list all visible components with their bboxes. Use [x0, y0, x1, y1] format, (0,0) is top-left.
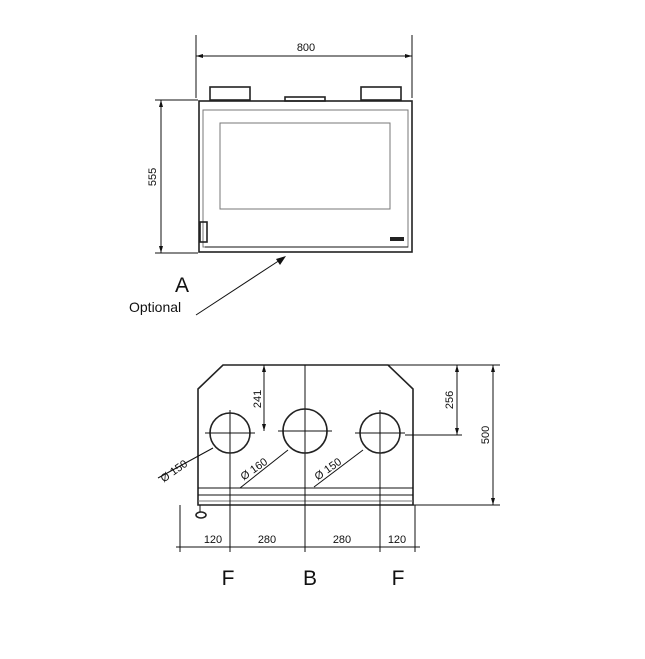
option-arrow	[195, 259, 281, 316]
outlet-center	[278, 408, 332, 454]
width-dimension: 800	[297, 42, 315, 54]
diameter-center: Ø 160	[239, 456, 270, 483]
diameter-right: Ø 150	[313, 456, 344, 483]
outlet-left	[205, 412, 255, 454]
optional-note: Optional	[129, 299, 181, 315]
flue-collar-left	[209, 86, 251, 101]
label-a: A	[175, 274, 189, 297]
diameter-left: Ø 150	[159, 458, 190, 485]
stove-outline	[197, 364, 414, 506]
dim-120-right: 120	[388, 534, 406, 546]
front-view: 800 555 A Optional	[129, 35, 413, 316]
flue-collar-right	[360, 86, 402, 101]
dim-280-right: 280	[333, 534, 351, 546]
outlet-label-f-left: F	[222, 567, 235, 590]
dim-256: 256	[444, 391, 456, 409]
outlet-label-b: B	[303, 567, 317, 590]
height-dimension: 555	[147, 168, 159, 186]
dim-241: 241	[252, 390, 264, 408]
stove-body	[198, 100, 413, 253]
outlet-right	[355, 412, 405, 454]
dim-500: 500	[480, 426, 492, 444]
glass-window	[219, 122, 391, 210]
outlet-label-f-right: F	[392, 567, 405, 590]
door-handle	[199, 221, 208, 243]
dim-280-left: 280	[258, 534, 276, 546]
top-view: 241 256 500 Ø 150 Ø 160 Ø 150 120 280 28…	[157, 364, 500, 590]
dim-120-left: 120	[204, 534, 222, 546]
